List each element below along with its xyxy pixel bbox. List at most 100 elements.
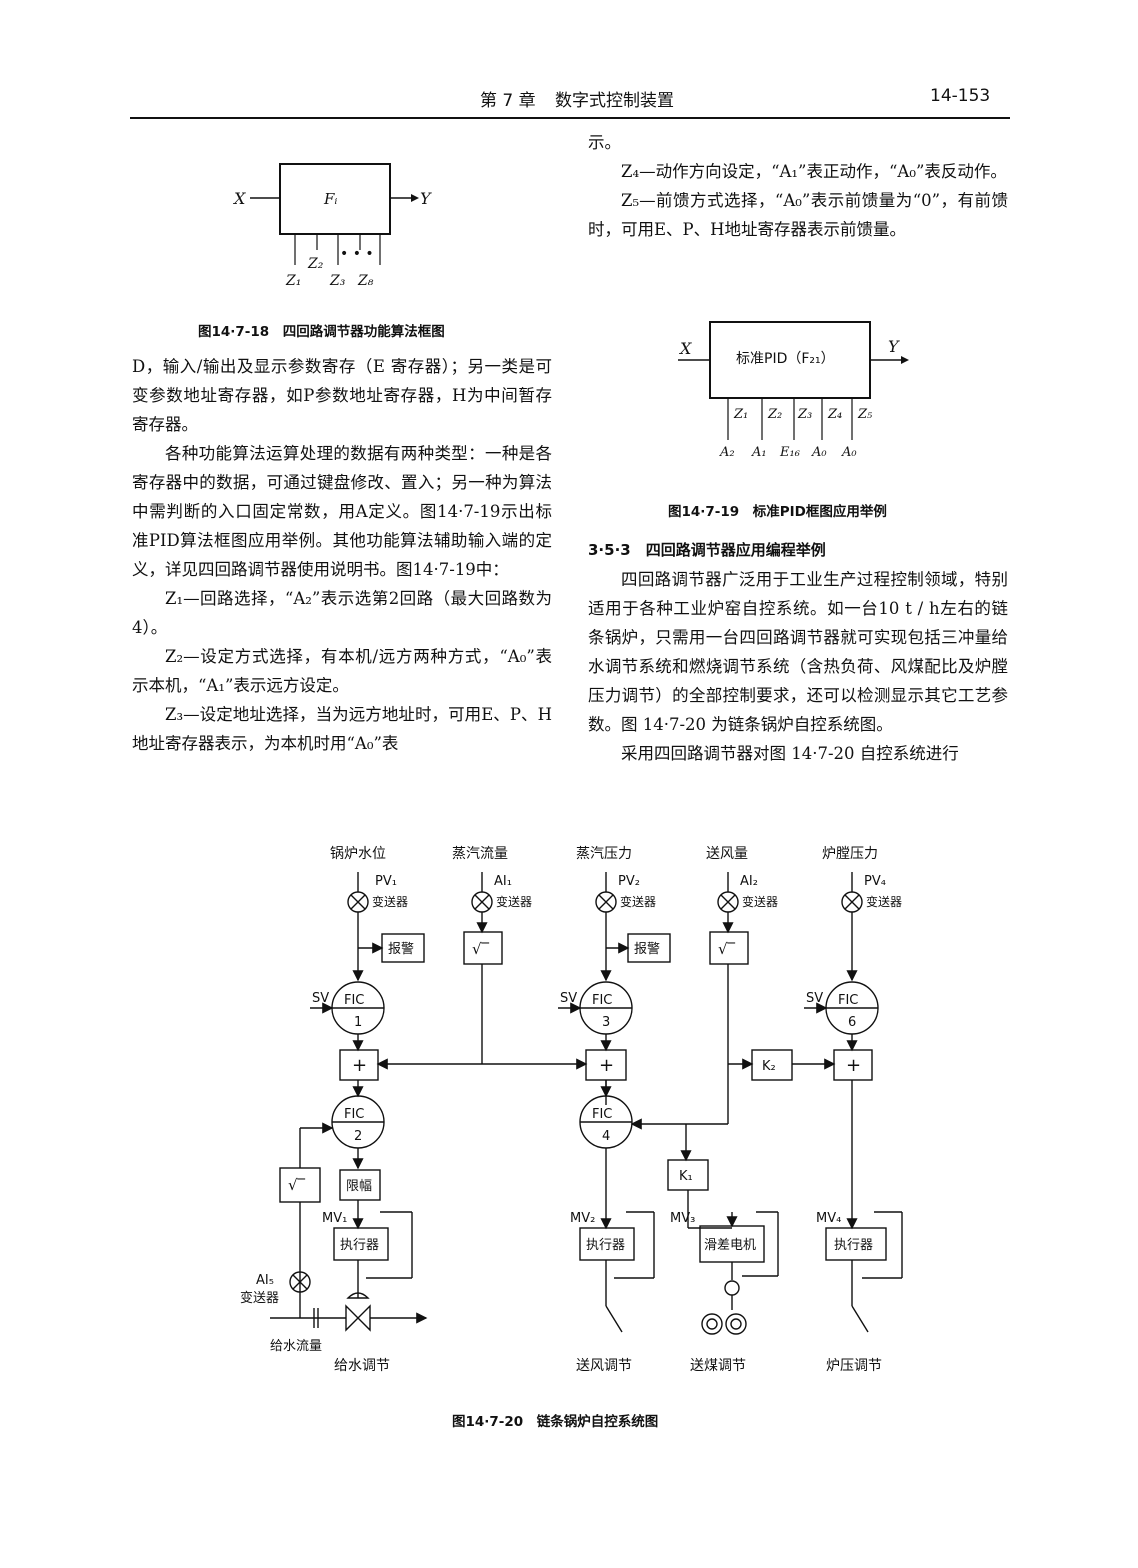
- fig18-z3: Z₃: [329, 273, 346, 289]
- sum-3: +: [846, 1055, 861, 1076]
- fig18-diagram: Fᵢ X Y • • • Z₁ Z₂ Z₃ Z₈: [232, 163, 432, 289]
- fig19-z1: Z₁: [733, 407, 748, 422]
- alarm-2: 报警: [634, 941, 660, 957]
- pv2-label: PV₂: [618, 874, 640, 889]
- fic1-num: 1: [354, 1015, 362, 1030]
- ai2-label: AI₂: [740, 874, 758, 889]
- actuator-2: 执行器: [586, 1238, 625, 1253]
- sv-2: SV: [560, 991, 577, 1006]
- mv2-label: MV₂: [570, 1211, 595, 1226]
- fig18-input: X: [232, 189, 246, 208]
- fic3-num: 3: [602, 1015, 610, 1030]
- fig18-arrowhead: [411, 194, 419, 202]
- fic6-label: FIC: [838, 993, 858, 1008]
- fic2-num: 2: [354, 1129, 362, 1144]
- fic1-label: FIC: [344, 993, 364, 1008]
- sig-air-flow: 送风量: [706, 846, 748, 862]
- fig18-dots: • • •: [340, 246, 374, 262]
- right-z5: Z₅—前馈方式选择，“A₀”表示前馈量为“0”，有前馈时，可用E、P、H地址寄存…: [588, 191, 1008, 239]
- left-para-1: D，输入/输出及显示参数寄存（E 寄存器）；另一类是可变参数地址寄存器，如P参数…: [132, 357, 552, 434]
- tx1-label: 变送器: [372, 894, 408, 909]
- right-para-2: 采用四回路调节器对图 14·7-20 自控系统进行: [621, 744, 959, 763]
- right-z4: Z₄—动作方向设定，“A₁”表正动作，“A₀”表反动作。: [621, 162, 1007, 181]
- ai5-label: AI₅: [256, 1273, 274, 1288]
- fig19-z5: Z₅: [857, 407, 873, 422]
- left-z1: Z₁—回路选择，“A₂”表示选第2回路（最大回路数为4）。: [132, 589, 552, 637]
- right-para-1: 四回路调节器广泛用于工业生产过程控制领域，特别适用于各种工业炉窑自控系统。如一台…: [588, 570, 1008, 734]
- left-para-2: 各种功能算法运算处理的数据有两种类型：一种是各寄存器中的数据，可通过键盘修改、置…: [132, 444, 552, 579]
- tx3-label: 变送器: [620, 894, 656, 909]
- pv1-label: PV₁: [375, 874, 397, 889]
- fig19-z3: Z₃: [797, 407, 812, 422]
- fig18-z1: Z₁: [285, 273, 301, 289]
- fig19-diagram: 标准PID（F₂₁） X Y Z₁ Z₂ Z₃ Z₄ Z₅ A₂ A₁ E₁₆ …: [678, 321, 909, 460]
- mv4-label: MV₄: [816, 1211, 841, 1226]
- fig18-z8: Z₈: [357, 273, 374, 289]
- left-column: D，输入/输出及显示参数寄存（E 寄存器）；另一类是可变参数地址寄存器，如P参数…: [132, 352, 552, 758]
- tx4-label: 变送器: [742, 894, 778, 909]
- sqrt-1: √‾: [472, 940, 490, 958]
- fig19-input: X: [678, 339, 692, 358]
- fig20-caption: 图14·7-20 链条锅炉自控系统图: [452, 1414, 659, 1430]
- fig19-v1: A₂: [719, 445, 735, 460]
- right-column-bottom: 3·5·3 四回路调节器应用编程举例 四回路调节器广泛用于工业生产过程控制领域，…: [588, 536, 1008, 768]
- k1-label: K₁: [679, 1169, 693, 1184]
- fig19-z4: Z₄: [827, 407, 842, 422]
- bottom-furnace: 炉压调节: [826, 1358, 882, 1374]
- left-z2: Z₂—设定方式选择，有本机/远方两种方式，“A₀”表示本机，“A₁”表示远方设定…: [132, 647, 552, 695]
- fic2-label: FIC: [344, 1107, 364, 1122]
- feed-flow-label: 给水流量: [270, 1339, 322, 1354]
- fig19-v5: A₀: [841, 445, 857, 460]
- right-column-top: 示。 Z₄—动作方向设定，“A₁”表正动作，“A₀”表反动作。 Z₅—前馈方式选…: [588, 128, 1008, 244]
- mv1-label: MV₁: [322, 1211, 347, 1226]
- sig-steam-flow: 蒸汽流量: [452, 846, 508, 862]
- fig18-output: Y: [420, 189, 432, 208]
- bottom-air: 送风调节: [576, 1358, 632, 1374]
- fig19-v2: A₁: [751, 445, 767, 460]
- section-heading: 3·5·3 四回路调节器应用编程举例: [588, 541, 826, 559]
- limiter-label: 限幅: [346, 1179, 372, 1194]
- ai5-transmitter: 变送器: [240, 1290, 279, 1306]
- fic3-label: FIC: [592, 993, 612, 1008]
- actuator-3: 执行器: [834, 1238, 873, 1253]
- sum-2: +: [599, 1055, 614, 1076]
- fic4-num: 4: [602, 1129, 610, 1144]
- mv3-label: MV₃: [670, 1211, 695, 1226]
- motor-label: 滑差电机: [704, 1238, 756, 1253]
- fig18-caption: 图14·7-18 四回路调节器功能算法框图: [198, 324, 445, 340]
- fic4-label: FIC: [592, 1107, 612, 1122]
- fig19-v3: E₁₆: [779, 445, 800, 460]
- sig-steam-pressure: 蒸汽压力: [576, 846, 632, 862]
- sv-1: SV: [312, 991, 329, 1006]
- ai1-label: AI₁: [494, 874, 512, 889]
- pv4-label: PV₄: [864, 874, 886, 889]
- k2-label: K₂: [762, 1059, 776, 1074]
- tx2-label: 变送器: [496, 894, 532, 909]
- right-continued: 示。: [588, 133, 621, 152]
- fig19-v4: A₀: [811, 445, 827, 460]
- fig18-z2: Z₂: [307, 256, 324, 272]
- chapter-title: 数字式控制装置: [555, 91, 674, 111]
- fig19-z2: Z₂: [767, 407, 782, 422]
- bottom-feedwater: 给水调节: [334, 1358, 390, 1374]
- sum-1: +: [352, 1055, 367, 1076]
- left-z3: Z₃—设定地址选择，当为远方地址时，可用E、P、H地址寄存器表示，为本机时用“A…: [132, 705, 552, 753]
- sig-furnace-pressure: 炉膛压力: [822, 846, 878, 862]
- actuator-1: 执行器: [340, 1238, 379, 1253]
- tx5-label: 变送器: [866, 894, 902, 909]
- chapter-label: 第 7 章: [480, 91, 536, 111]
- fig20-diagram: 锅炉水位 蒸汽流量 蒸汽压力 送风量 炉膛压力 PV₁ AI₁ PV₂ AI₂ …: [240, 846, 903, 1374]
- bottom-coal: 送煤调节: [690, 1358, 746, 1374]
- page-number: 14-153: [930, 86, 991, 106]
- sqrt-3: √‾: [288, 1176, 306, 1194]
- fig18-box: [279, 163, 391, 235]
- fig19-output: Y: [888, 337, 900, 356]
- sqrt-2: √‾: [718, 940, 736, 958]
- sig-water-level: 锅炉水位: [330, 846, 386, 862]
- fic6-num: 6: [848, 1015, 856, 1030]
- fig19-caption: 图14·7-19 标准PID框图应用举例: [668, 504, 887, 520]
- alarm-1: 报警: [388, 941, 414, 957]
- fig18-box-label: Fᵢ: [323, 190, 337, 208]
- header-rule: [130, 117, 1010, 119]
- fig19-box-label: 标准PID（F₂₁）: [736, 351, 835, 367]
